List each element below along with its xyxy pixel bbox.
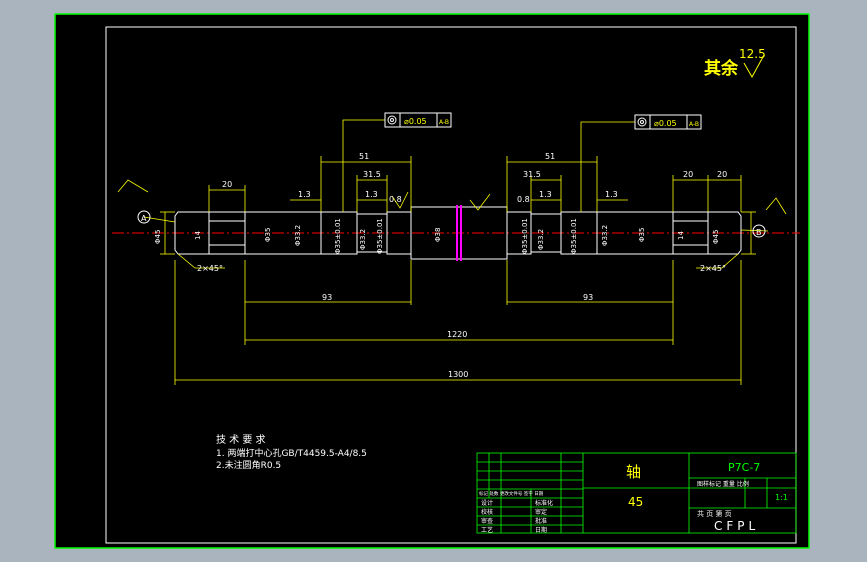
chamfer-right: 2×45°: [700, 264, 726, 273]
label-date: 日期: [535, 526, 547, 534]
dimension-lines: [117, 119, 787, 385]
dim-phi33-2-d: Φ33.2: [601, 225, 609, 246]
title-block-headers: 图样标记 重量 比例: [697, 480, 749, 488]
gdt-right-value: ⌀0.05: [654, 119, 677, 128]
dim-phi35-tol-d: Φ35±0.01: [570, 218, 578, 254]
dim-phi35-tol-c: Φ35±0.01: [521, 218, 529, 254]
label-approve: 审定: [535, 508, 547, 516]
revision-row: 标记 处数 更改文件号 签字 日期: [479, 490, 544, 497]
datum-b-circle: [752, 224, 766, 238]
title-block-grid: [476, 452, 797, 534]
datum-b-label: B: [756, 228, 762, 237]
roughness-small-left: 0.8: [389, 195, 402, 204]
dim-20-right-b: 20: [717, 170, 727, 179]
dim-31-5-right: 31.5: [523, 170, 541, 179]
dim-phi35-tol-b: Φ35±0.01: [376, 218, 384, 254]
dim-1220: 1220: [447, 330, 467, 339]
roughness-label: 其余: [704, 58, 739, 79]
shaft-outline: [174, 206, 742, 260]
dim-51-right: 51: [545, 152, 555, 161]
label-check: 校核: [481, 508, 493, 516]
roughness-symbol: [743, 54, 765, 79]
gdt-left-frame: [384, 112, 452, 128]
label-ratify: 批准: [535, 517, 547, 525]
dim-20-left: 20: [222, 180, 232, 189]
dim-93-right: 93: [583, 293, 593, 302]
drawing-scale: 1:1: [775, 493, 788, 502]
dim-phi33-2-a: Φ33.2: [294, 225, 302, 246]
dim-20-right-a: 20: [683, 170, 693, 179]
dim-phi33-2-c: Φ33.2: [537, 229, 545, 250]
label-review: 审查: [481, 517, 493, 525]
dim-phi33-2-b: Φ33.2: [359, 229, 367, 250]
label-standard: 标准化: [535, 499, 553, 507]
dim-14-right: 14: [677, 231, 685, 240]
datum-a-circle: [137, 210, 151, 224]
notes-title: 技 术 要 求: [216, 433, 266, 446]
label-process: 工艺: [481, 526, 493, 534]
company-name: CFPL: [714, 519, 759, 533]
break-cut: [456, 205, 462, 261]
gdt-right-frame: [634, 114, 702, 130]
sheet-count: 共 页 第 页: [697, 509, 732, 518]
dim-1-3-b: 1.3: [365, 190, 378, 199]
dim-phi45-right: Φ45: [712, 230, 720, 244]
gdt-left-value: ⌀0.05: [404, 117, 427, 126]
sheet-border: [54, 13, 810, 549]
dim-93-left: 93: [322, 293, 332, 302]
dim-1-3-a: 1.3: [298, 190, 311, 199]
gdt-left-ref: A-B: [439, 119, 449, 126]
notes-line-1: 1. 两端打中心孔GB/T4459.5-A4/8.5: [216, 447, 367, 459]
notes-line-2: 2.未注圆角R0.5: [216, 459, 281, 471]
part-material: 45: [628, 495, 643, 509]
dim-phi35-right: Φ35: [638, 228, 646, 242]
label-design: 设计: [481, 499, 493, 507]
drawing-frame: [105, 26, 797, 544]
dim-1300: 1300: [448, 370, 468, 379]
outer-frame-green: [54, 13, 810, 549]
chamfer-left: 2×45°: [197, 264, 223, 273]
dim-phi38: Φ38: [434, 228, 442, 242]
roughness-small-right: 0.8: [517, 195, 530, 204]
dim-31-5-left: 31.5: [363, 170, 381, 179]
roughness-value: 12.5: [739, 47, 766, 61]
dim-1-3-d: 1.3: [605, 190, 618, 199]
part-name: 轴: [626, 463, 641, 481]
dim-14-left: 14: [194, 231, 202, 240]
drawing-number: P7C-7: [728, 461, 760, 474]
dim-1-3-c: 1.3: [539, 190, 552, 199]
dim-51-left: 51: [359, 152, 369, 161]
dim-phi45-left: Φ45: [154, 230, 162, 244]
gdt-right-ref: A-B: [689, 121, 699, 128]
dim-phi35: Φ35: [264, 228, 272, 242]
datum-a-label: A: [141, 214, 147, 223]
dim-phi35-tol-a: Φ35±0.01: [334, 218, 342, 254]
